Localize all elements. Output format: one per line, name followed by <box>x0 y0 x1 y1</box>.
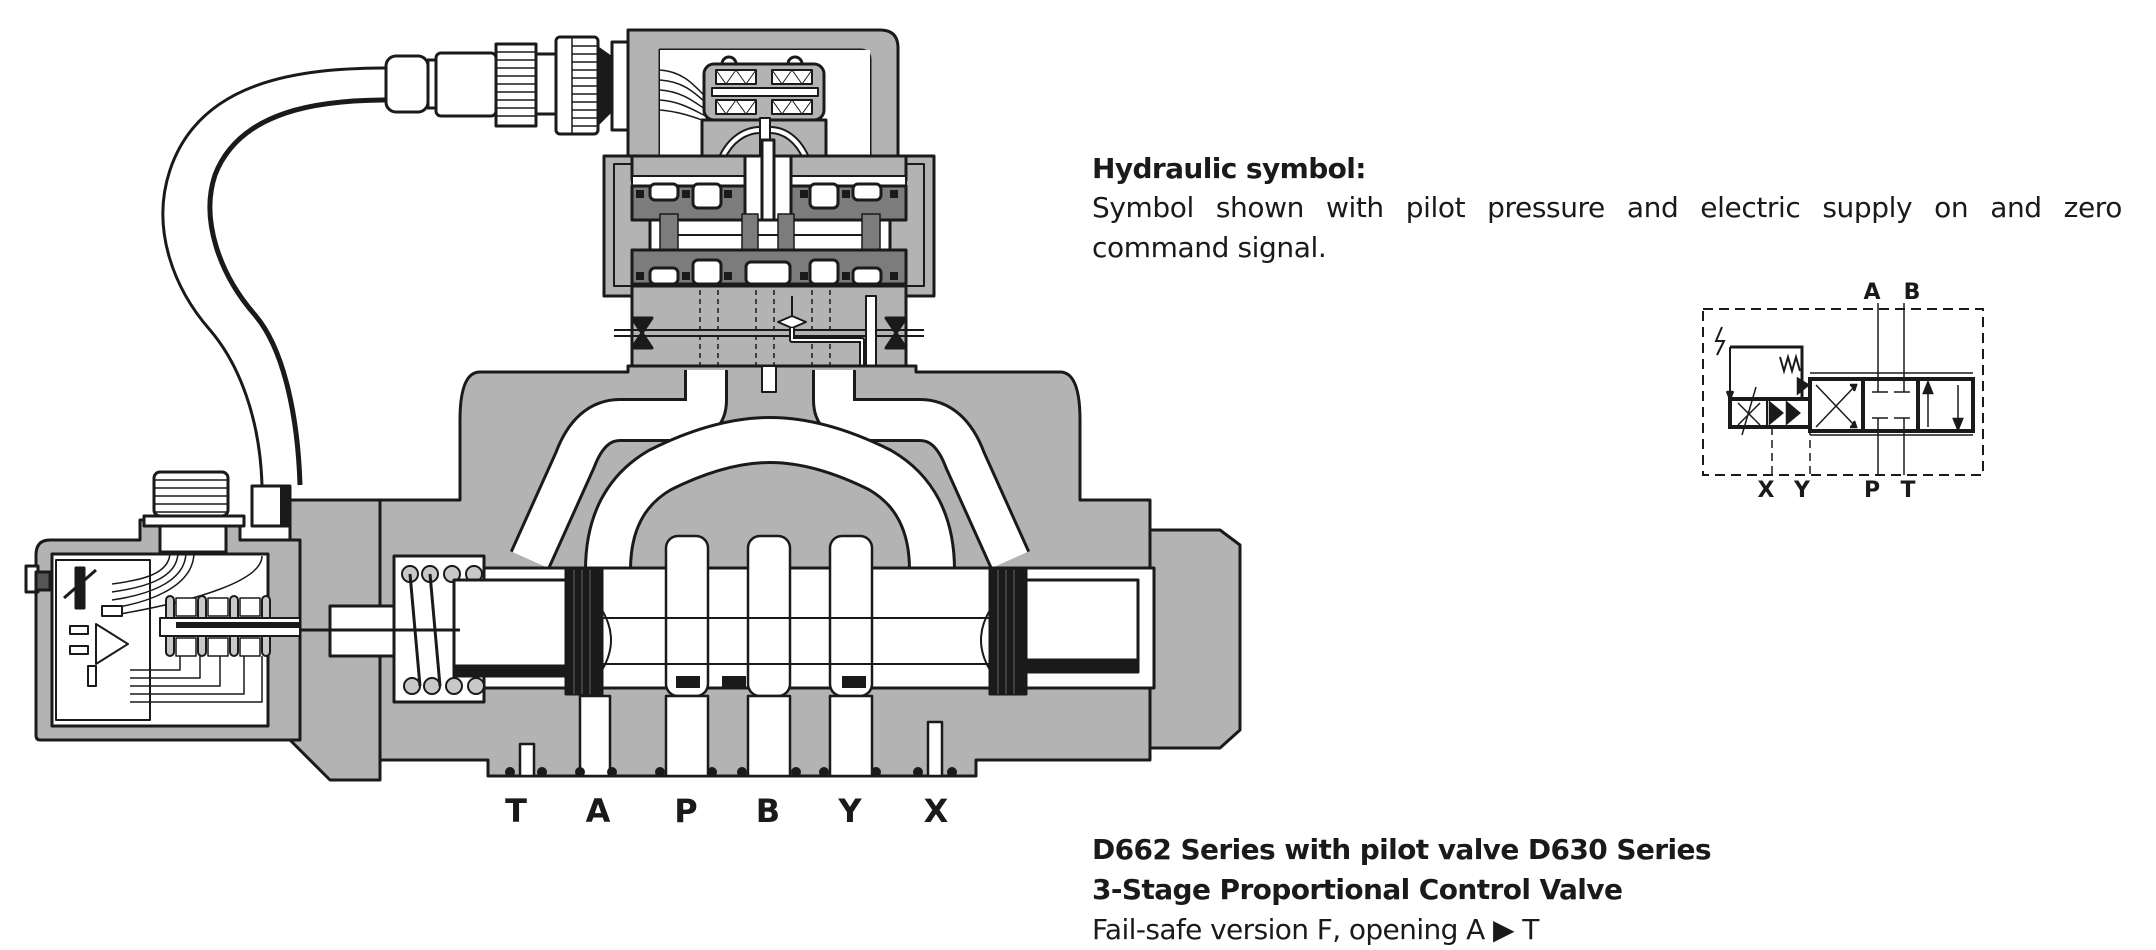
symbol-port-x: X <box>1758 478 1775 503</box>
symbol-port-a: A <box>1863 280 1880 305</box>
cable-connector <box>384 35 644 136</box>
port-label-y: Y <box>837 792 862 830</box>
hydraulic-symbol-schematic: A B X Y P T <box>1702 280 1984 503</box>
hydraulic-symbol-description: Symbol shown with pilot pressure and ele… <box>1092 191 2122 264</box>
spring-icon <box>1779 353 1801 375</box>
symbol-port-y: Y <box>1793 478 1811 503</box>
symbol-port-p: P <box>1864 478 1880 503</box>
port-label-p: P <box>674 792 697 830</box>
caption-series: D662 Series with pilot valve D630 Series <box>1092 833 1712 866</box>
port-label-a: A <box>586 792 611 830</box>
port-label-x: X <box>924 792 949 830</box>
electronics-housing <box>24 470 302 742</box>
symbol-port-t: T <box>1900 478 1915 503</box>
caption-valve-type: 3-Stage Proportional Control Valve <box>1092 873 1623 906</box>
figure-caption: D662 Series with pilot valve D630 Series… <box>1092 830 1712 950</box>
pilot-stage-body <box>602 138 936 315</box>
valve-cross-section-drawing: T A P B Y X <box>24 28 1242 830</box>
symbol-port-b: B <box>1904 280 1921 305</box>
pilot-valve-housing <box>626 28 900 162</box>
electric-supply-icon <box>1714 326 1726 356</box>
cable <box>161 66 389 486</box>
main-valve-body <box>150 364 1242 782</box>
caption-fail-safe: Fail-safe version F, opening A ▶ T <box>1092 913 1539 946</box>
port-label-t: T <box>505 792 527 830</box>
symbol-enclosure <box>1702 308 1984 476</box>
adapter-block <box>614 284 924 372</box>
port-labels: T A P B Y X <box>505 792 949 830</box>
hydraulic-symbol-heading: Hydraulic symbol: <box>1092 152 1366 185</box>
port-label-b: B <box>756 792 780 830</box>
